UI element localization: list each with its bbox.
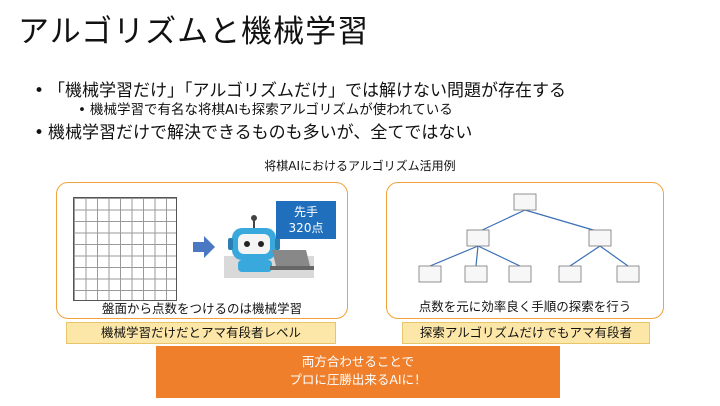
figure-caption: 将棋AIにおけるアルゴリズム活用例 [264, 159, 456, 173]
shogi-board-image [73, 197, 177, 301]
bullet-dot: • [34, 123, 45, 143]
search-tree-diagram [418, 193, 640, 283]
right-panel [386, 182, 664, 319]
bullet-1-text: 「機械学習だけ」「アルゴリズムだけ」では解けない問題が存在する [48, 81, 566, 101]
bullet-2: •機械学習だけで解決できるものも多いが、全てではない [34, 118, 472, 143]
conclusion-box: 両方合わせることで プロに圧勝出来るAIに！ [156, 346, 560, 398]
slide-title: アルゴリズムと機械学習 [18, 14, 370, 50]
bullet-2-text: 機械学習だけで解決できるものも多いが、全てではない [48, 123, 473, 143]
score-badge: 先手 320点 [276, 201, 336, 239]
bullet-dot: • [78, 102, 86, 118]
bullet-1: •「機械学習だけ」「アルゴリズムだけ」では解けない問題が存在する [34, 76, 566, 101]
badge-score: 320点 [288, 221, 324, 235]
conclusion-line-2: プロに圧勝出来るAIに！ [289, 372, 427, 387]
board-grid [74, 198, 176, 300]
right-panel-label: 探索アルゴリズムだけでもアマ有段者 [402, 322, 650, 344]
left-panel-caption: 盤面から点数をつけるのは機械学習 [101, 301, 302, 316]
robot-icon [224, 215, 314, 278]
bullet-1-sub-text: 機械学習で有名な将棋AIも探索アルゴリズムが使われている [90, 102, 453, 118]
right-panel-caption: 点数を元に効率良く手順の探索を行う [418, 299, 632, 314]
left-panel-label: 機械学習だけだとアマ有段者レベル [66, 322, 336, 344]
bullet-dot: • [34, 81, 45, 101]
arrow-right-icon [193, 236, 215, 258]
conclusion-line-1: 両方合わせることで [301, 354, 415, 369]
left-panel [56, 182, 348, 319]
badge-side: 先手 [293, 205, 318, 219]
bullet-1-sub: •機械学習で有名な将棋AIも探索アルゴリズムが使われている [78, 98, 453, 118]
